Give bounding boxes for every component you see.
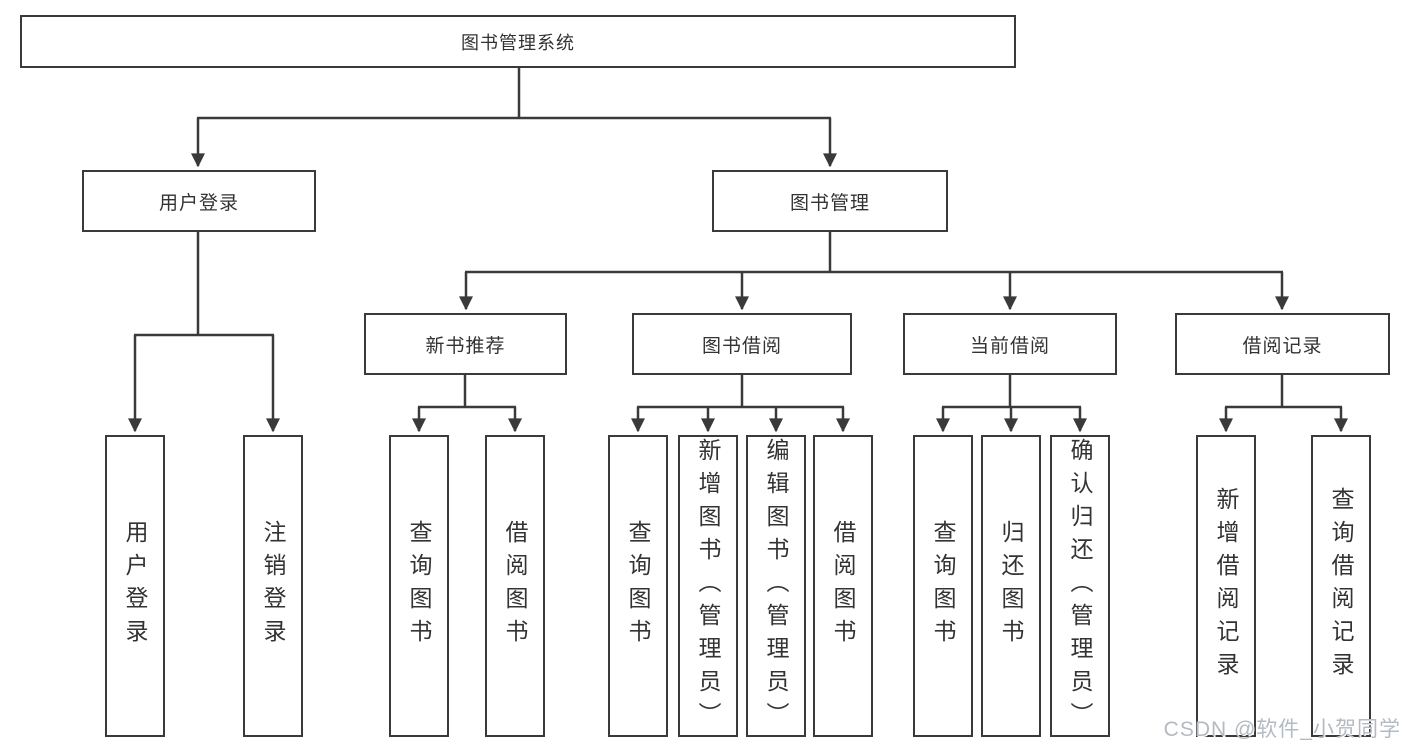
node-label: 当前借阅	[969, 335, 1050, 357]
leaf-user-login: 用户登录	[105, 435, 165, 737]
leaf-label: 归还图书	[998, 520, 1024, 652]
leaf-label: 用户登录	[122, 520, 148, 652]
connector-root-to-level2	[191, 68, 837, 168]
node-book-borrowing: 图书借阅	[632, 313, 852, 375]
leaf-label: 查询图书	[625, 520, 651, 652]
leaf-borrow-books-borrow: 借阅图书	[813, 435, 873, 737]
leaf-search-books-current: 查询图书	[913, 435, 973, 737]
leaf-search-books-borrow: 查询图书	[608, 435, 668, 737]
node-new-book-recommendation: 新书推荐	[364, 313, 567, 375]
node-user-login: 用户登录	[82, 170, 316, 232]
node-label: 新书推荐	[425, 335, 506, 357]
connector-borrowrecord-to-leaves	[1219, 375, 1348, 433]
leaf-label: 新增借阅记录	[1213, 487, 1239, 685]
leaf-label: 借阅图书	[830, 520, 856, 652]
leaf-label: 新增图书（管理员）	[695, 437, 721, 735]
leaf-add-book-admin: 新增图书（管理员）	[678, 435, 738, 737]
leaf-confirm-return-admin: 确认归还（管理员）	[1050, 435, 1110, 737]
csdn-watermark: CSDN @软件_小贺同学	[1163, 718, 1401, 741]
leaf-logout: 注销登录	[243, 435, 303, 737]
node-label: 图书管理系统	[461, 32, 575, 53]
leaf-label: 确认归还（管理员）	[1067, 437, 1093, 735]
leaf-label: 查询图书	[930, 520, 956, 652]
node-label: 用户登录	[158, 192, 239, 214]
connector-currentborrow-to-leaves	[936, 375, 1087, 433]
connector-newbook-to-leaves	[412, 375, 522, 433]
leaf-label: 编辑图书（管理员）	[763, 437, 789, 735]
node-library-management-system: 图书管理系统	[20, 15, 1016, 68]
leaf-label: 查询图书	[406, 520, 432, 652]
node-label: 借阅记录	[1242, 335, 1323, 357]
leaf-label: 查询借阅记录	[1328, 487, 1354, 685]
leaf-edit-book-admin: 编辑图书（管理员）	[746, 435, 806, 737]
leaf-add-borrow-record: 新增借阅记录	[1196, 435, 1256, 737]
node-label: 图书借阅	[701, 335, 782, 357]
connector-userlogin-to-leaves	[128, 232, 280, 433]
connector-bookborrow-to-leaves	[631, 375, 850, 433]
node-current-borrowing: 当前借阅	[903, 313, 1117, 375]
leaf-search-borrow-record: 查询借阅记录	[1311, 435, 1371, 737]
leaf-return-book: 归还图书	[981, 435, 1041, 737]
leaf-label: 注销登录	[260, 520, 286, 652]
connector-bookmgmt-to-level3	[459, 232, 1289, 311]
node-label: 图书管理	[789, 192, 870, 214]
node-book-management: 图书管理	[712, 170, 948, 232]
leaf-search-books-newbook: 查询图书	[389, 435, 449, 737]
leaf-label: 借阅图书	[502, 520, 528, 652]
leaf-borrow-books-newbook: 借阅图书	[485, 435, 545, 737]
node-borrowing-records: 借阅记录	[1175, 313, 1390, 375]
